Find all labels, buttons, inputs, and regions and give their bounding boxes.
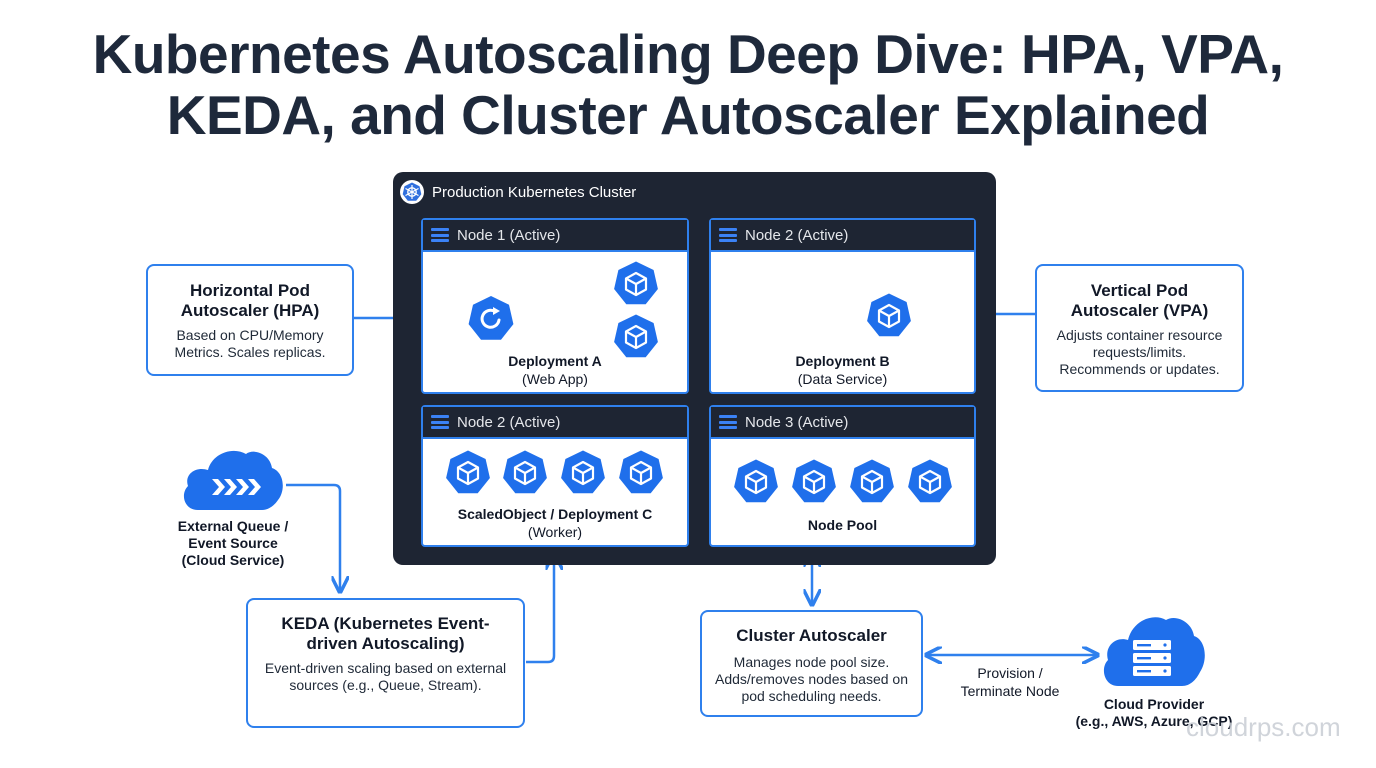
cloud-provider-line-1: Cloud Provider [1103,696,1205,712]
pod-cube-icon [561,450,605,494]
pod-cube-icon [792,459,836,503]
node-1-label: Node 1 (Active) [457,226,561,244]
deployment-c-label: ScaledObject / Deployment C [457,506,653,522]
provision-label: Provision / Terminate Node [940,664,1080,700]
watermark: cloudrps.com [1186,712,1341,742]
pod-cube-icon [614,314,658,358]
node-2-header-top: Node 2 (Active) [711,220,974,252]
vpa-description: Adjusts container resource requests/limi… [1056,327,1223,377]
provision-line-2: Terminate Node [960,683,1060,699]
hpa-title: Horizontal Pod Autoscaler (HPA) [180,281,320,320]
hpa-description: Based on CPU/Memory Metrics. Scales repl… [174,327,326,360]
pod-cube-icon [503,450,547,494]
pod-cube-icon [446,450,490,494]
pod-cube-icon [619,450,663,494]
deployment-b-label: Deployment B [795,353,890,369]
external-source-line-3: (Cloud Service) [181,552,285,568]
external-source-line-2: Event Source [188,535,278,551]
node-3-label: Node 3 (Active) [745,413,849,431]
hpa-box: Horizontal Pod Autoscaler (HPA) Based on… [146,264,354,376]
cluster-autoscaler-description: Manages node pool size. Adds/removes nod… [714,654,908,704]
hpa-controller-icon [468,296,514,340]
external-to-keda-arrow [286,483,340,590]
node-2-label-top: Node 2 (Active) [745,226,849,244]
server-icon [719,228,737,242]
node-2-header-bottom: Node 2 (Active) [423,407,687,439]
event-source-cloud-icon [183,450,283,510]
vpa-title: Vertical Pod Autoscaler (VPA) [1070,281,1209,320]
deployment-a-sub: (Web App) [522,371,588,387]
server-icon [431,228,449,242]
deployment-c-sub: (Worker) [527,524,583,540]
keda-to-node-arrow [526,556,554,664]
keda-description: Event-driven scaling based on external s… [264,660,507,693]
page-title-line-2: KEDA, and Cluster Autoscaler Explained [166,84,1210,146]
external-source-line-1: External Queue / [177,518,289,534]
kubernetes-wheel-icon [400,180,424,204]
keda-box: KEDA (Kubernetes Event-driven Autoscalin… [246,598,525,728]
pod-cube-icon [614,261,658,305]
node-1-header: Node 1 (Active) [423,220,687,252]
server-icon [431,415,449,429]
deployment-a-label: Deployment A [508,353,602,369]
node-2-label-bottom: Node 2 (Active) [457,413,561,431]
cloud-provider-line-2: (e.g., AWS, Azure, GCP) [1075,713,1233,729]
pod-cube-icon [850,459,894,503]
node-pool-label: Node Pool [807,517,878,533]
cluster-header: Production Kubernetes Cluster [400,178,636,206]
cloud-provider-label: Cloud Provider (e.g., AWS, Azure, GCP) [1052,696,1256,730]
cluster-autoscaler-box: Cluster Autoscaler Manages node pool siz… [700,610,923,717]
keda-title: KEDA (Kubernetes Event-driven Autoscalin… [281,614,490,653]
vpa-box: Vertical Pod Autoscaler (VPA) Adjusts co… [1035,264,1244,392]
provision-line-1: Provision / [977,665,1043,681]
node-2-panel-top: Node 2 (Active) Deployment B (Data Servi… [709,218,976,394]
deployment-b-sub: (Data Service) [797,371,888,387]
server-icon [719,415,737,429]
pod-cube-icon [734,459,778,503]
pod-cube-icon [867,293,911,337]
node-3-header: Node 3 (Active) [711,407,974,439]
external-source-label: External Queue / Event Source (Cloud Ser… [150,518,316,569]
cluster-autoscaler-title: Cluster Autoscaler [736,626,887,645]
pod-cube-icon [908,459,952,503]
cluster-title: Production Kubernetes Cluster [432,183,637,201]
cloud-provider-icon [1103,617,1205,686]
page-title-line-1: Kubernetes Autoscaling Deep Dive: HPA, V… [92,23,1284,85]
node-1-panel: Node 1 (Active) Deployment A (Web App) [421,218,689,394]
